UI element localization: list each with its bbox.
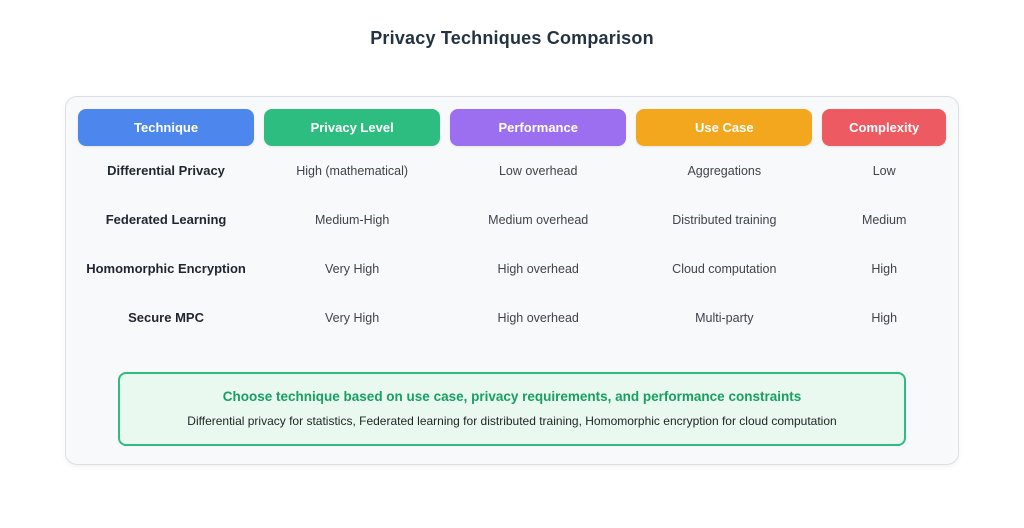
recommendation-note: Choose technique based on use case, priv… [118, 372, 906, 446]
cell-technique: Homomorphic Encryption [86, 261, 246, 276]
recommendation-headline: Choose technique based on use case, priv… [222, 389, 802, 404]
cell-technique: Differential Privacy [107, 163, 225, 178]
cell-privacy-level: High (mathematical) [296, 163, 409, 178]
cell-technique: Secure MPC [128, 310, 204, 325]
table-header-row: Technique Privacy Level Performance Use … [78, 109, 946, 146]
cell-performance: High overhead [497, 261, 579, 276]
page-title: Privacy Techniques Comparison [370, 28, 654, 48]
cell-use-case: Multi-party [695, 310, 754, 325]
table-body: Differential Privacy High (mathematical)… [78, 146, 946, 342]
cell-technique: Federated Learning [105, 212, 227, 227]
cell-complexity: Low [872, 163, 896, 178]
table-row: Homomorphic Encryption Very High High ov… [78, 244, 946, 293]
cell-performance: High overhead [497, 310, 579, 325]
cell-privacy-level: Very High [325, 310, 380, 325]
cell-privacy-level: Very High [325, 261, 380, 276]
cell-complexity: Medium [861, 212, 907, 227]
cell-complexity: High [871, 310, 898, 325]
cell-use-case: Aggregations [687, 163, 762, 178]
cell-use-case: Distributed training [672, 212, 777, 227]
column-header-complexity: Complexity [822, 109, 946, 146]
cell-privacy-level: Medium-High [314, 212, 390, 227]
column-header-use-case: Use Case [636, 109, 813, 146]
cell-use-case: Cloud computation [672, 261, 777, 276]
table-row: Secure MPC Very High High overhead Multi… [78, 293, 946, 342]
table-row: Federated Learning Medium-High Medium ov… [78, 195, 946, 244]
column-header-privacy-level: Privacy Level [264, 109, 441, 146]
table-row: Differential Privacy High (mathematical)… [78, 146, 946, 195]
column-header-performance: Performance [450, 109, 627, 146]
column-header-technique: Technique [78, 109, 255, 146]
cell-complexity: High [871, 261, 898, 276]
cell-performance: Low overhead [498, 163, 578, 178]
recommendation-detail: Differential privacy for statistics, Fed… [187, 414, 837, 428]
comparison-card: Technique Privacy Level Performance Use … [65, 96, 959, 465]
cell-performance: Medium overhead [488, 212, 589, 227]
